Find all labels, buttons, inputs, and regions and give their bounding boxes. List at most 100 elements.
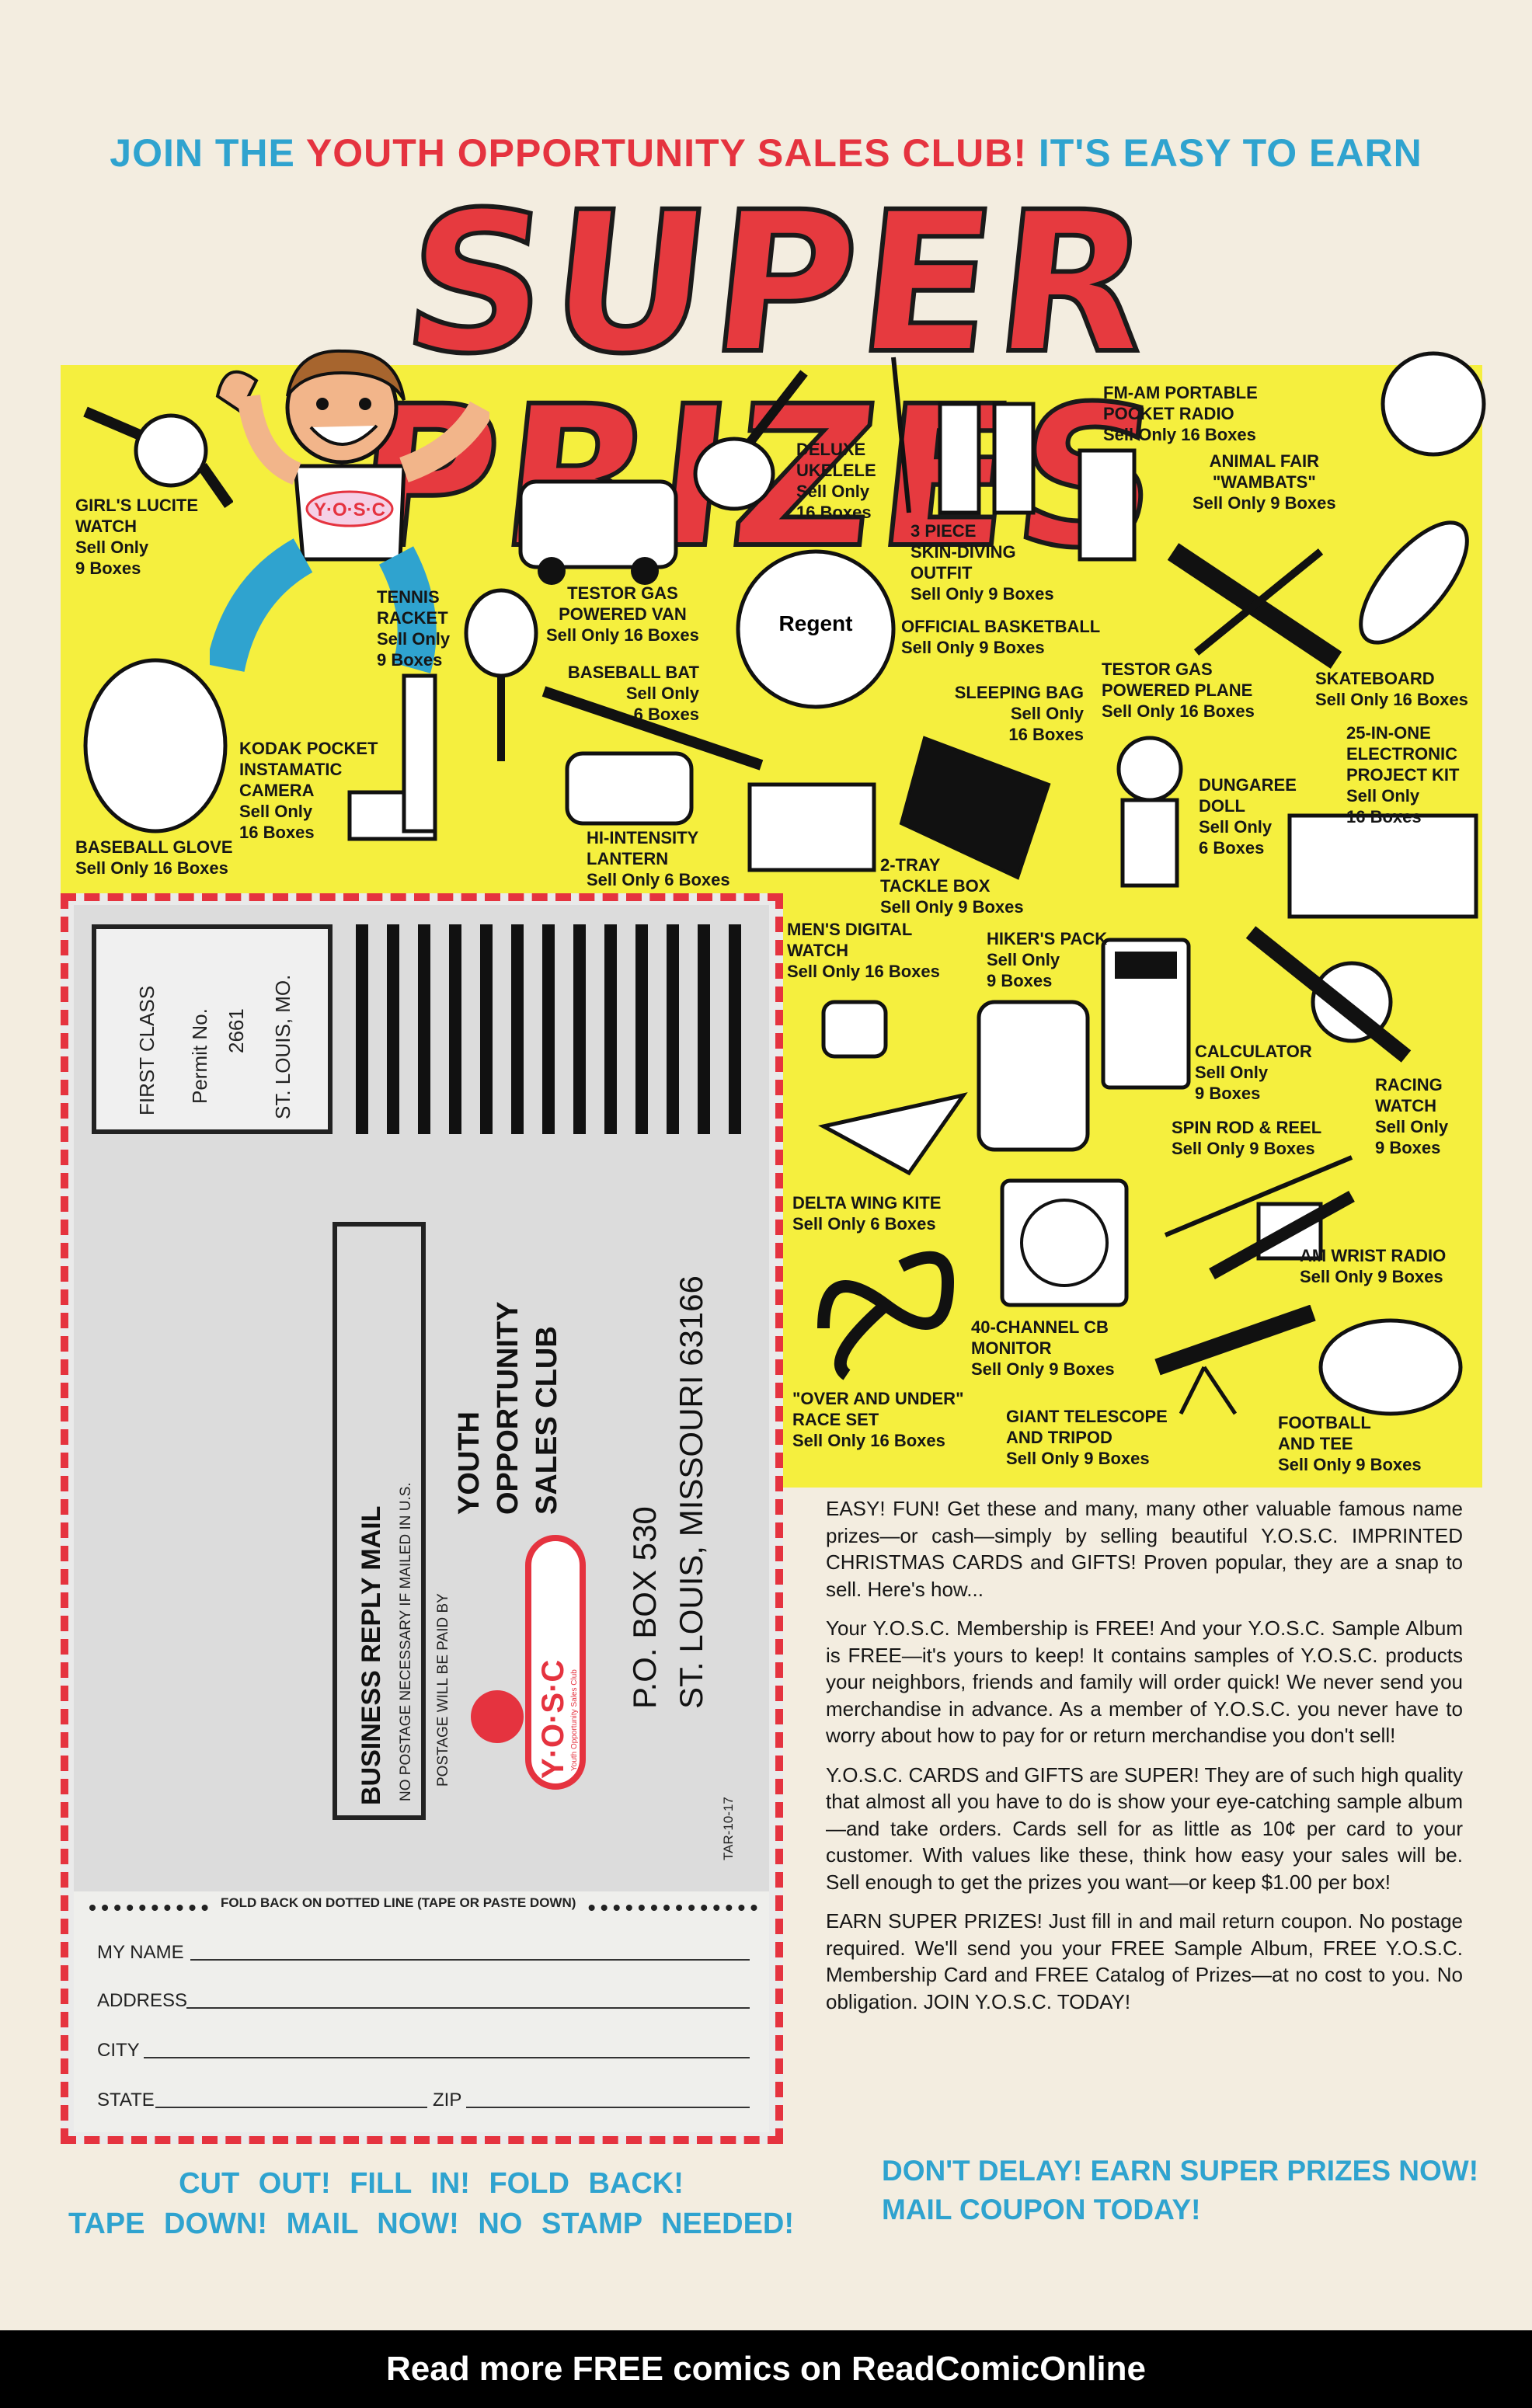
tennis-racket-illustration [464, 588, 538, 761]
addressee-line-1: YOUTH [453, 1411, 486, 1515]
camera-illustration [347, 673, 437, 841]
addressee-line-2: OPPORTUNITY [492, 1301, 524, 1515]
promo-copy: EASY! FUN! Get these and many, many othe… [826, 1495, 1463, 2027]
name-label: MY NAME [97, 1942, 184, 1963]
logo-text: Y·O·S·C [536, 1660, 570, 1779]
zip-line[interactable] [466, 2107, 750, 2108]
po-box: P.O. BOX 530 [626, 1506, 663, 1709]
mascot-illustration: Y·O·S·C [210, 349, 489, 673]
coupon-code: TAR-10-17 [721, 1797, 736, 1860]
pocket-radio-illustration [1078, 448, 1137, 562]
state-label: STATE [97, 2090, 155, 2110]
footer-banner[interactable]: Read more FREE comics on ReadComicOnline [0, 2330, 1532, 2408]
cb-monitor-illustration [1000, 1178, 1129, 1307]
tackle-box-illustration [747, 782, 876, 872]
instructions-line-1: CUT OUT! FILL IN! FOLD BACK! [179, 2167, 684, 2200]
lantern-illustration [565, 751, 694, 826]
no-postage-note: NO POSTAGE NECESSARY IF MAILED IN U.S. [398, 1482, 414, 1801]
diving-outfit-illustration [891, 357, 1036, 515]
wrist-radio-illustration [1209, 1191, 1355, 1279]
address-line[interactable] [186, 2007, 750, 2009]
kite-illustration [817, 1092, 968, 1176]
mailing-instructions: CUT OUT! FILL IN! FOLD BACK! TAPE DOWN! … [66, 2163, 796, 2244]
business-reply-title: BUSINESS REPLY MAIL [357, 1505, 386, 1805]
basketball-illustration: Regent [736, 549, 896, 709]
easy-text: IT'S EASY TO EARN [1038, 131, 1422, 175]
name-line[interactable] [190, 1959, 750, 1961]
state-zip-field[interactable]: STATE ZIP [97, 2090, 750, 2111]
permit-number: 2661 [225, 1008, 248, 1053]
football-illustration [1318, 1318, 1463, 1416]
digital-watch-illustration [821, 1000, 888, 1059]
call-to-action: DON'T DELAY! EARN SUPER PRIZES NOW! MAIL… [882, 2152, 1503, 2229]
baseball-bat-illustration [541, 686, 764, 771]
first-class-permit-box: FIRST CLASS Permit No. 2661 ST. LOUIS, M… [92, 924, 333, 1134]
van-illustration [518, 479, 678, 585]
copy-paragraph: Your Y.O.S.C. Membership is FREE! And yo… [826, 1616, 1463, 1747]
hikers-pack-illustration [977, 1000, 1090, 1152]
header-tagline: JOIN THE YOUTH OPPORTUNITY SALES CLUB! I… [0, 130, 1532, 176]
cta-line-2: MAIL COUPON TODAY! [882, 2194, 1201, 2225]
permit-label: Permit No. [188, 1008, 211, 1104]
mascot-shirt-text: Y·O·S·C [314, 499, 385, 520]
wambat-illustration [1381, 351, 1486, 457]
skateboard-illustration [1359, 520, 1469, 645]
city-label: CITY [97, 2040, 140, 2061]
telescope-illustration [1154, 1305, 1316, 1415]
permit-city: ST. LOUIS, MO. [271, 974, 294, 1119]
city-line[interactable] [144, 2057, 750, 2058]
club-name: YOUTH OPPORTUNITY SALES CLUB! [305, 131, 1027, 175]
copy-paragraph: Y.O.S.C. CARDS and GIFTS are SUPER! They… [826, 1763, 1463, 1894]
copy-paragraph: EASY! FUN! Get these and many, many othe… [826, 1497, 1463, 1601]
name-field[interactable]: MY NAME [97, 1942, 750, 1964]
city-state-zip: ST. LOUIS, MISSOURI 63166 [673, 1275, 709, 1709]
logo-subtext: Youth Opportunity Sales Club [570, 1669, 579, 1771]
racing-watch-illustration [1245, 926, 1412, 1063]
address-label: ADDRESS [97, 1990, 188, 2011]
cta-line-1: DON'T DELAY! EARN SUPER PRIZES NOW! [882, 2155, 1479, 2187]
join-text: JOIN THE [110, 131, 295, 175]
lucite-watch-illustration [83, 406, 233, 509]
postal-barcode [350, 924, 754, 1134]
fold-instruction: FOLD BACK ON DOTTED LINE (TAPE OR PASTE … [210, 1895, 587, 1911]
zip-label: ZIP [433, 2090, 462, 2110]
addressee-line-3: SALES CLUB [531, 1326, 563, 1515]
state-line[interactable] [155, 2107, 427, 2108]
race-set-illustration [817, 1251, 955, 1380]
sleeping-bag-illustration [899, 736, 1051, 880]
postage-paid-by: POSTAGE WILL BE PAID BY [435, 1593, 451, 1787]
baseball-glove-illustration [83, 658, 228, 833]
instructions-line-2: TAPE DOWN! MAIL NOW! NO STAMP NEEDED! [68, 2208, 795, 2240]
prize-label: ANIMAL FAIR "WAMBATS"Sell Only 9 Boxes [1193, 451, 1336, 513]
city-field[interactable]: CITY [97, 2040, 750, 2062]
first-class-text: FIRST CLASS [135, 985, 158, 1115]
plane-illustration [1167, 543, 1342, 669]
address-field[interactable]: ADDRESS [97, 1990, 750, 2012]
copy-paragraph: EARN SUPER PRIZES! Just fill in and mail… [826, 1909, 1463, 2013]
business-reply-box: BUSINESS REPLY MAIL NO POSTAGE NECESSARY… [333, 1222, 426, 1820]
yosc-logo: Y·O·S·C Youth Opportunity Sales Club [471, 1535, 586, 1790]
coupon-form [74, 1891, 769, 2132]
spin-rod-illustration [1164, 1155, 1353, 1237]
project-kit-illustration [1287, 813, 1478, 919]
